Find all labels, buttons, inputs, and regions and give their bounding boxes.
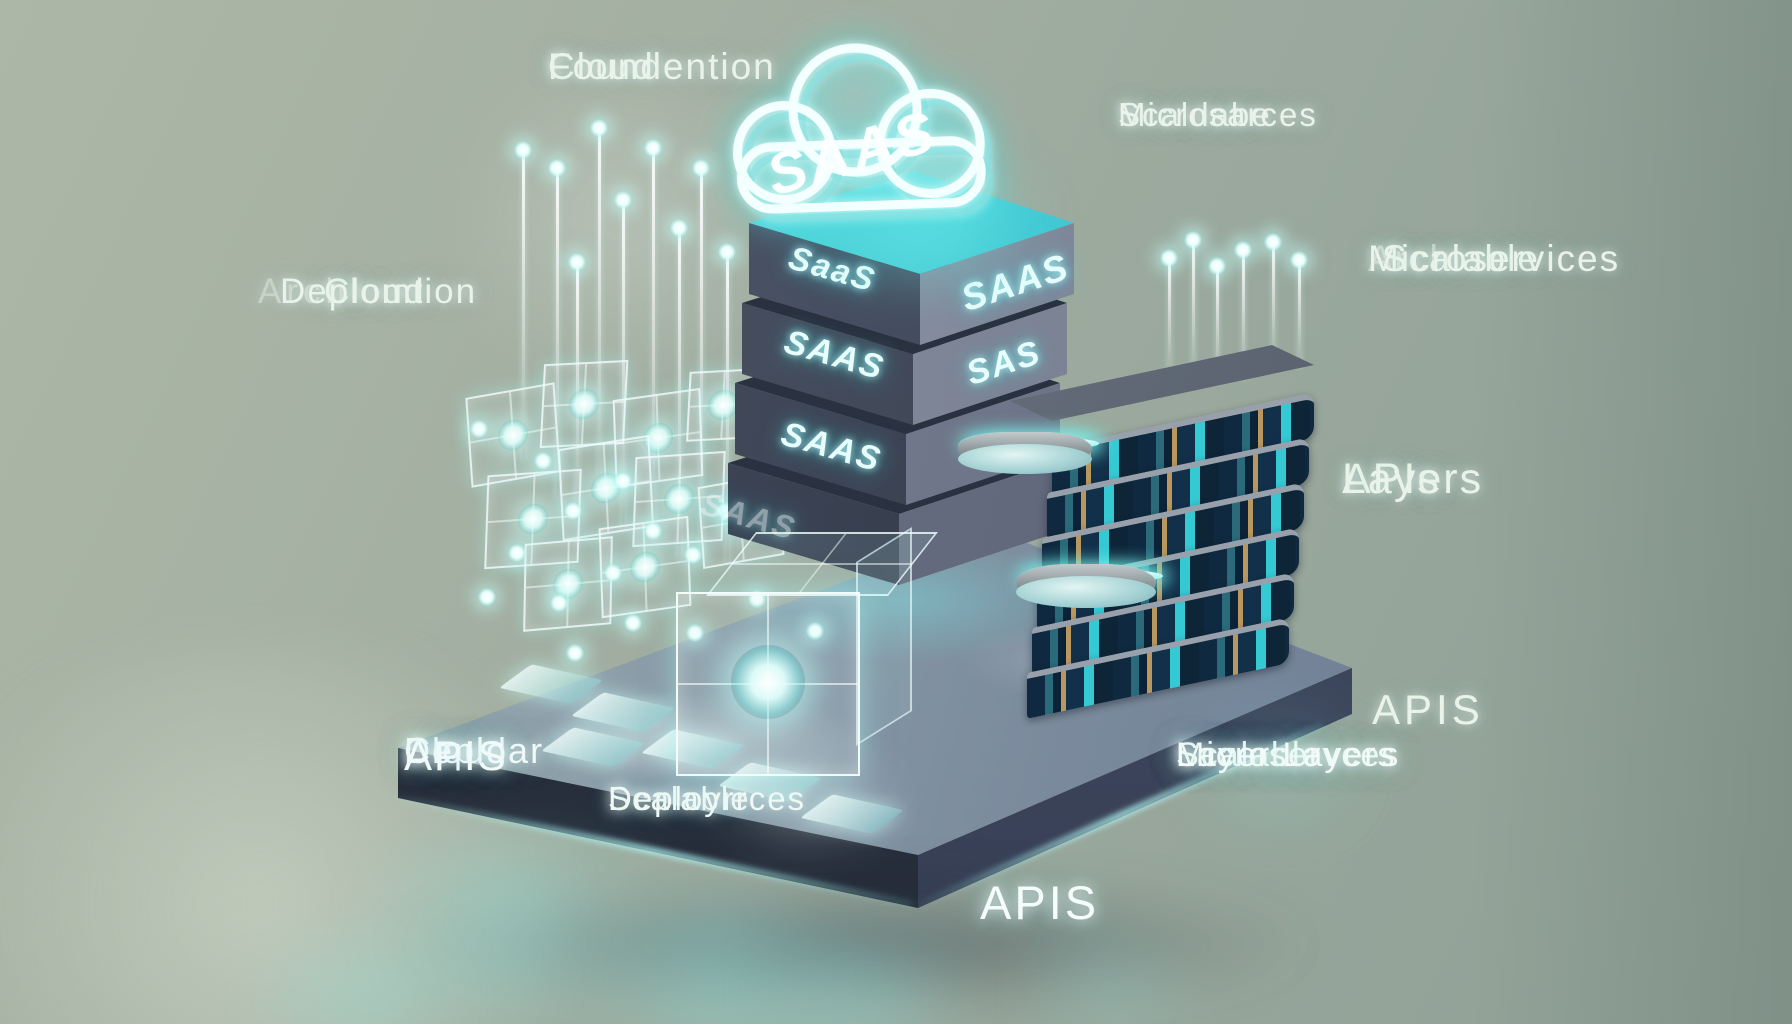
label-apis-right: APIS [1372, 686, 1484, 733]
light-beam [1192, 240, 1195, 380]
light-orb [624, 614, 642, 632]
light-orb [644, 522, 662, 540]
db-band-top [1016, 576, 1156, 608]
label-line: Cloud [404, 730, 509, 771]
light-orb [644, 139, 662, 157]
cube-core-glow [731, 645, 805, 719]
light-beam [1242, 250, 1245, 380]
saas-cloud-icon: SAAS [732, 43, 994, 223]
light-orb [614, 191, 632, 209]
light-orb [1290, 251, 1308, 269]
label-line: Foundention [548, 46, 776, 87]
label-line: Archi [1368, 238, 1463, 279]
light-orb [718, 243, 736, 261]
label-line: Microservices [1368, 238, 1621, 279]
light-orb [568, 253, 586, 271]
db-band-top [958, 444, 1092, 474]
label-line: Scaldabe [1118, 96, 1272, 133]
glowing-wireframe-cube [676, 527, 939, 790]
light-beam [556, 168, 559, 498]
light-orb [470, 420, 488, 438]
light-beam [1168, 258, 1171, 378]
light-orb [1184, 231, 1202, 249]
label-line: Microsarces [1118, 96, 1318, 133]
light-orb [670, 219, 688, 237]
label-line: APIS [404, 732, 508, 779]
label-line: Scalable [1176, 736, 1323, 774]
light-orb [614, 472, 632, 490]
light-orb [1264, 233, 1282, 251]
label-line: Scalable [608, 780, 751, 817]
light-beam [1272, 242, 1275, 366]
light-orb [1234, 241, 1252, 259]
light-orb [566, 644, 584, 662]
label-line: Layer Layers [1176, 736, 1397, 774]
light-orb [514, 141, 532, 159]
label-line: Deplomtion [280, 272, 478, 311]
label-line: Microservces [1176, 736, 1401, 774]
light-beam [1216, 266, 1219, 384]
cube-side-face [856, 527, 912, 746]
light-orb [508, 544, 526, 562]
label-line: Layers [1342, 455, 1484, 503]
light-beam [598, 128, 601, 498]
label-apis-bottom: APIS [980, 876, 1100, 929]
label-line: Archi [258, 272, 363, 311]
light-orb [1208, 257, 1226, 275]
light-orb [692, 159, 710, 177]
light-orb [684, 546, 702, 564]
light-orb [534, 452, 552, 470]
light-beam [1298, 260, 1301, 368]
label-line: APIs [1342, 455, 1441, 503]
light-orb [550, 594, 568, 612]
label-line: Deploar [404, 730, 545, 771]
cloud-tube [732, 43, 986, 214]
light-beam [522, 150, 525, 460]
label-line: Scalable [1382, 238, 1540, 279]
light-orb [548, 159, 566, 177]
light-beam [700, 168, 703, 558]
light-orb [478, 588, 496, 606]
background-shade-right [1472, 0, 1792, 1024]
light-orb [604, 564, 622, 582]
light-orb [1160, 249, 1178, 267]
light-orb [590, 119, 608, 137]
label-line: Cloud [548, 46, 655, 87]
light-orb [564, 502, 582, 520]
label-line: Deployrrces [608, 780, 807, 817]
light-beam [652, 148, 655, 538]
label-line: Cloud [324, 272, 426, 311]
